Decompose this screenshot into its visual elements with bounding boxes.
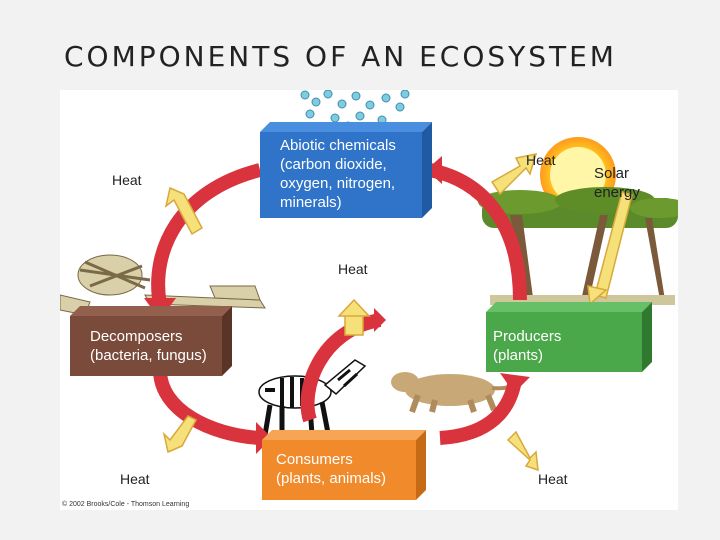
heat-label-center: Heat [338, 261, 368, 277]
consumers-box [262, 430, 426, 500]
diagram-panel: Abiotic chemicals (carbon dioxide, oxyge… [60, 90, 678, 510]
solar-energy-label: Solar energy [594, 165, 640, 201]
decomposers-box [70, 306, 232, 376]
consumers-label: Consumers (plants, animals) [276, 451, 387, 487]
heat-label-top-left: Heat [112, 172, 142, 188]
heat-label-bottom-right: Heat [538, 471, 568, 487]
ecosystem-diagram [60, 90, 678, 500]
slide-title: COMPONENTS OF AN ECOSYSTEM [64, 40, 617, 73]
abiotic-label: Abiotic chemicals (carbon dioxide, oxyge… [280, 137, 396, 211]
heat-arrows [162, 153, 633, 472]
decomposers-label: Decomposers (bacteria, fungus) [90, 328, 207, 364]
heat-label-bottom-left: Heat [120, 471, 150, 487]
abiotic-box [260, 122, 432, 218]
producers-label: Producers (plants) [493, 328, 562, 364]
producers-box [486, 302, 652, 372]
molecules-illustration [300, 90, 410, 129]
heat-label-top-right: Heat [526, 152, 556, 168]
copyright-notice: © 2002 Brooks/Cole - Thomson Learning [62, 501, 190, 508]
